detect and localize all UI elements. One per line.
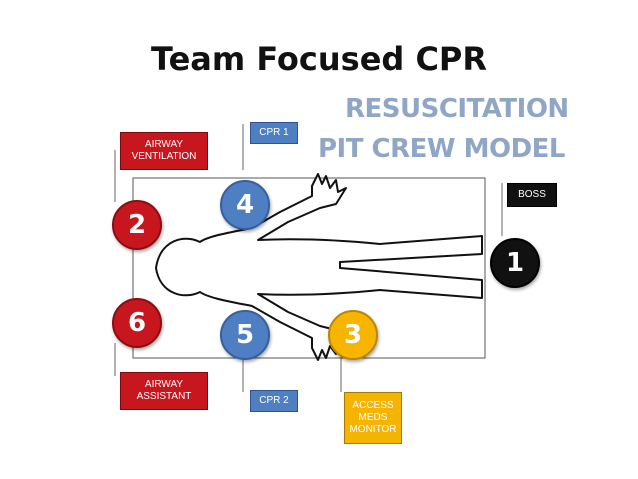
role-circle-1: 1 <box>490 238 540 288</box>
airway-ventilation-label-line1: AIRWAY <box>144 139 184 150</box>
heading-line-1: RESUSCITATION <box>345 94 569 124</box>
role-circle-6: 6 <box>112 298 162 348</box>
role-circle-5: 5 <box>220 310 270 360</box>
cpr1-tag: CPR 1 <box>250 122 298 144</box>
access-meds-monitor-tag: ACCESS MEDS MONITOR <box>344 392 402 444</box>
role-circle-2: 2 <box>112 200 162 250</box>
cpr1-label: CPR 1 <box>259 127 289 138</box>
cpr2-label: CPR 2 <box>259 395 289 406</box>
table-outline <box>132 177 486 359</box>
patient-body-outline <box>155 173 483 361</box>
access-label-line1: ACCESS <box>352 400 394 411</box>
heading-line-2: PIT CREW MODEL <box>318 134 566 164</box>
role-circle-3: 3 <box>328 310 378 360</box>
boss-tag: BOSS <box>507 183 557 207</box>
access-label-line2: MEDS <box>358 412 388 423</box>
airway-assistant-label-line2: ASSISTANT <box>136 391 192 402</box>
airway-ventilation-tag: AIRWAY VENTILATION <box>120 132 208 170</box>
cpr2-tag: CPR 2 <box>250 390 298 412</box>
airway-assistant-tag: AIRWAY ASSISTANT <box>120 372 208 410</box>
airway-ventilation-label-line2: VENTILATION <box>131 151 197 162</box>
page-title: Team Focused CPR <box>150 40 488 78</box>
airway-assistant-label-line1: AIRWAY <box>144 379 184 390</box>
role-circle-4: 4 <box>220 180 270 230</box>
access-label-line3: MONITOR <box>349 424 397 435</box>
boss-label: BOSS <box>518 189 546 200</box>
